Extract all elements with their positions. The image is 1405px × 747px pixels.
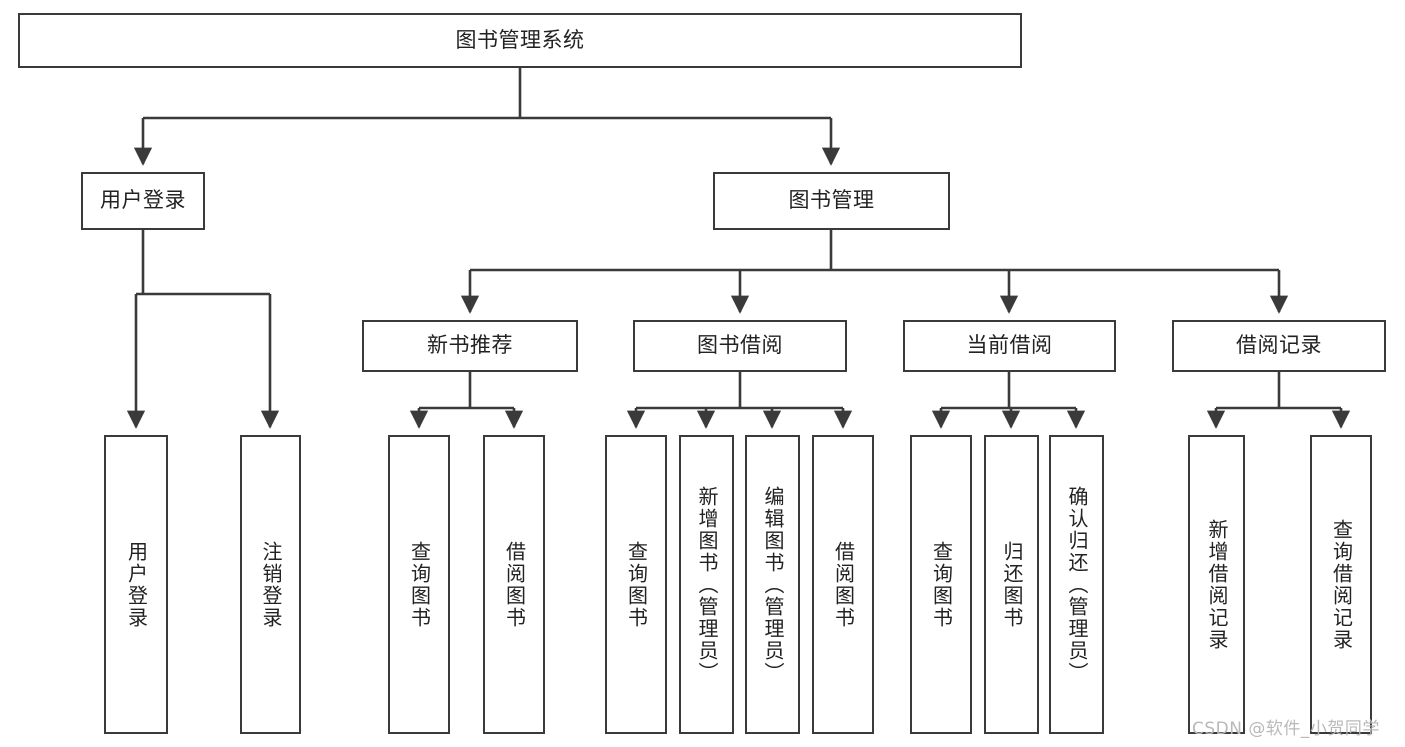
node-root[interactable]: 图书管理系统	[18, 13, 1022, 68]
node-book-borrow[interactable]: 图书借阅	[633, 320, 847, 372]
leaf-confirm-return-admin[interactable]: 确认归还（管理员）	[1049, 435, 1104, 734]
leaf-confirm-return-admin-label: 确认归还（管理员）	[1065, 485, 1089, 684]
leaf-add-borrow-record-label: 新增借阅记录	[1205, 518, 1229, 651]
node-borrow-records-label: 借阅记录	[1236, 333, 1322, 358]
leaf-borrow-book-label: 借阅图书	[831, 540, 856, 629]
node-new-book-recommend[interactable]: 新书推荐	[362, 320, 578, 372]
node-borrow-records[interactable]: 借阅记录	[1172, 320, 1386, 372]
leaf-add-book-admin[interactable]: 新增图书（管理员）	[679, 435, 734, 734]
leaf-query-borrow-record[interactable]: 查询借阅记录	[1310, 435, 1372, 734]
node-book-management[interactable]: 图书管理	[713, 172, 950, 230]
csdn-watermark: CSDN @软件_小贺同学	[1192, 719, 1380, 739]
leaf-query-book-borrow[interactable]: 查询图书	[605, 435, 667, 734]
leaf-return-book-label: 归还图书	[1000, 540, 1024, 629]
leaf-add-borrow-record[interactable]: 新增借阅记录	[1188, 435, 1245, 734]
leaf-query-book-recommend-label: 查询图书	[407, 540, 432, 629]
node-user-login[interactable]: 用户登录	[81, 172, 205, 230]
node-current-borrow[interactable]: 当前借阅	[903, 320, 1116, 372]
leaf-user-login[interactable]: 用户登录	[104, 435, 168, 734]
leaf-user-login-label: 用户登录	[124, 540, 149, 629]
node-book-management-label: 图书管理	[788, 188, 875, 213]
leaf-edit-book-admin-label: 编辑图书（管理员）	[761, 485, 785, 684]
node-user-login-label: 用户登录	[100, 188, 186, 213]
leaf-query-book-current[interactable]: 查询图书	[910, 435, 972, 734]
leaf-query-book-borrow-label: 查询图书	[624, 540, 649, 629]
leaf-return-book[interactable]: 归还图书	[984, 435, 1039, 734]
node-current-borrow-label: 当前借阅	[966, 333, 1053, 358]
leaf-edit-book-admin[interactable]: 编辑图书（管理员）	[745, 435, 800, 734]
node-new-book-recommend-label: 新书推荐	[427, 333, 513, 358]
leaf-query-book-recommend[interactable]: 查询图书	[388, 435, 450, 734]
node-root-label: 图书管理系统	[455, 27, 585, 52]
leaf-logout[interactable]: 注销登录	[240, 435, 301, 734]
leaf-borrow-book[interactable]: 借阅图书	[812, 435, 874, 734]
leaf-borrow-book-recommend[interactable]: 借阅图书	[483, 435, 545, 734]
leaf-borrow-book-recommend-label: 借阅图书	[502, 540, 527, 629]
leaf-query-borrow-record-label: 查询借阅记录	[1329, 518, 1354, 651]
leaf-query-book-current-label: 查询图书	[929, 540, 954, 629]
node-book-borrow-label: 图书借阅	[697, 333, 783, 358]
leaf-add-book-admin-label: 新增图书（管理员）	[695, 485, 719, 684]
leaf-logout-label: 注销登录	[259, 540, 283, 629]
